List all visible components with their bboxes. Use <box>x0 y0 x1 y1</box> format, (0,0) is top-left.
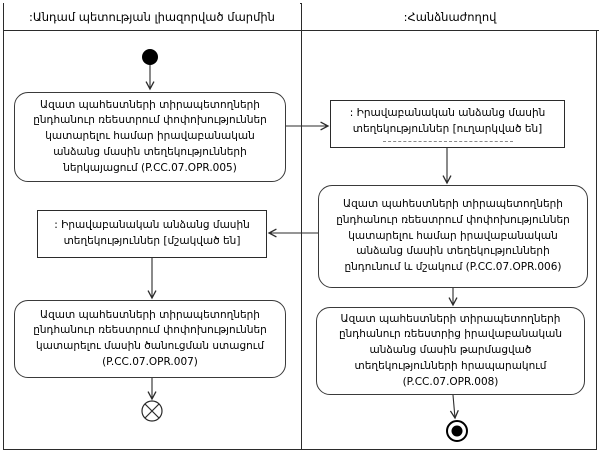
object-node-label: : Իրավաբանական անձանց մասին տեղեկություն… <box>54 219 250 247</box>
action-node-opr-008: Ազատ պահեստների տիրապետողների ընդհանուր … <box>316 307 585 395</box>
action-node-label: Ազատ պահեստների տիրապետողների ընդհանուր … <box>33 308 267 368</box>
object-underline-decoration <box>382 140 513 142</box>
diagram-border <box>3 3 597 450</box>
swimlane-header-commission: :Հանձնաժողով <box>302 3 598 30</box>
action-node-label: Ազատ պահեստների տիրապետողների ընդհանուր … <box>33 98 267 174</box>
action-node-opr-006: Ազատ պահեստների տիրապետողների ընդհանուր … <box>318 185 588 288</box>
object-node-info-processed: : Իրավաբանական անձանց մասին տեղեկություն… <box>37 210 267 258</box>
swimlane-header-authorized-body: :Անդամ պետության լիազորված մարմին <box>4 3 300 30</box>
action-node-opr-005: Ազատ պահեստների տիրապետողների ընդհանուր … <box>14 92 286 182</box>
action-node-opr-007: Ազատ պահեստների տիրապետողների ընդհանուր … <box>14 300 286 378</box>
action-node-label: Ազատ պահեստների տիրապետողների ընդհանուր … <box>338 312 563 388</box>
action-node-label: Ազատ պահեստների տիրապետողների ընդհանուր … <box>336 198 570 274</box>
object-node-label: : Իրավաբանական անձանց մասին տեղեկություն… <box>349 107 546 135</box>
swimlane-separator <box>301 3 302 450</box>
object-node-info-sent: : Իրավաբանական անձանց մասին տեղեկություն… <box>330 100 565 148</box>
